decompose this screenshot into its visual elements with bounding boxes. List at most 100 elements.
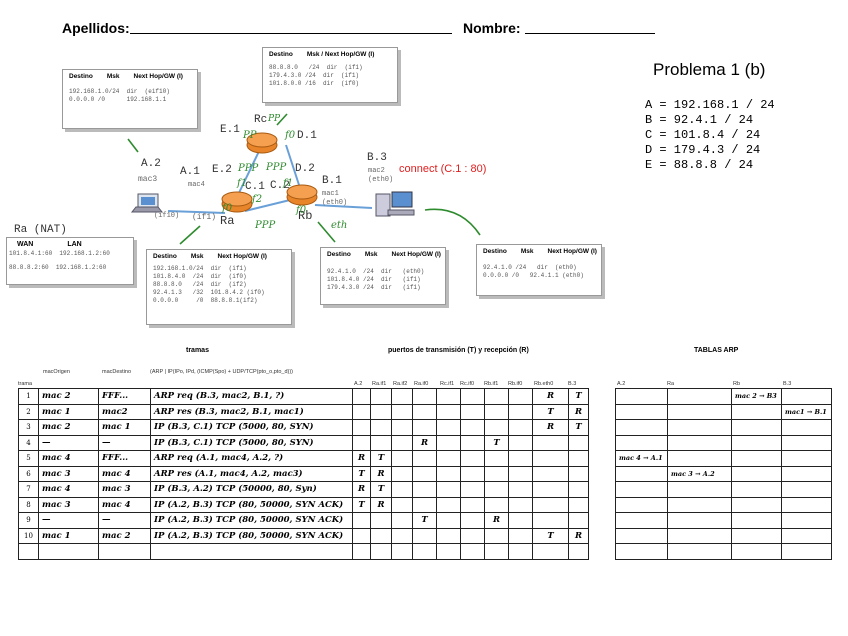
port-cell[interactable] xyxy=(436,419,461,436)
port-cell[interactable]: T xyxy=(532,403,569,420)
mac-dst-cell[interactable]: mac 1 xyxy=(98,419,151,436)
port-cell[interactable] xyxy=(412,481,437,498)
arp-cell[interactable] xyxy=(781,450,832,467)
port-cell[interactable] xyxy=(436,450,461,467)
port-cell[interactable] xyxy=(412,388,437,405)
empty-cell[interactable] xyxy=(460,543,485,560)
port-cell[interactable] xyxy=(391,419,413,436)
port-cell[interactable] xyxy=(484,527,509,544)
mac-dst-cell[interactable]: mac 4 xyxy=(98,496,151,513)
mac-src-cell[interactable]: mac 4 xyxy=(38,481,99,498)
arp-cell[interactable] xyxy=(781,543,832,560)
mac-src-cell[interactable]: mac 1 xyxy=(38,403,99,420)
frame-number[interactable]: 3 xyxy=(18,419,39,436)
port-cell[interactable]: T xyxy=(532,527,569,544)
port-cell[interactable] xyxy=(412,465,437,482)
port-cell[interactable] xyxy=(391,527,413,544)
port-cell[interactable]: R xyxy=(352,481,371,498)
port-cell[interactable] xyxy=(391,450,413,467)
port-cell[interactable] xyxy=(508,388,533,405)
port-cell[interactable] xyxy=(391,481,413,498)
port-cell[interactable]: R xyxy=(352,450,371,467)
port-cell[interactable]: T xyxy=(352,465,371,482)
arp-cell[interactable] xyxy=(667,450,732,467)
protocol-cell[interactable]: IP (B.3, C.1) TCP (5000, 80, SYN) xyxy=(150,419,353,436)
port-cell[interactable] xyxy=(436,512,461,529)
port-cell[interactable] xyxy=(532,434,569,451)
arp-cell[interactable] xyxy=(731,512,782,529)
port-cell[interactable] xyxy=(391,388,413,405)
arp-cell[interactable] xyxy=(731,465,782,482)
port-cell[interactable] xyxy=(508,419,533,436)
port-cell[interactable]: R xyxy=(568,403,589,420)
arp-cell[interactable] xyxy=(615,465,668,482)
arp-cell[interactable] xyxy=(667,434,732,451)
port-cell[interactable] xyxy=(460,512,485,529)
arp-cell[interactable] xyxy=(781,512,832,529)
arp-cell[interactable] xyxy=(615,419,668,436)
arp-cell[interactable] xyxy=(781,496,832,513)
port-cell[interactable] xyxy=(460,388,485,405)
empty-cell[interactable] xyxy=(38,543,99,560)
arp-cell[interactable] xyxy=(615,388,668,405)
frame-number[interactable]: 9 xyxy=(18,512,39,529)
port-cell[interactable] xyxy=(412,527,437,544)
port-cell[interactable] xyxy=(568,481,589,498)
arp-cell[interactable] xyxy=(667,543,732,560)
port-cell[interactable] xyxy=(391,403,413,420)
port-cell[interactable] xyxy=(370,419,392,436)
protocol-cell[interactable]: ARP res (A.1, mac4, A.2, mac3) xyxy=(150,465,353,482)
port-cell[interactable] xyxy=(508,450,533,467)
port-cell[interactable] xyxy=(532,496,569,513)
arp-cell[interactable] xyxy=(731,403,782,420)
arp-cell[interactable]: mac 3 → A.2 xyxy=(667,465,732,482)
port-cell[interactable] xyxy=(370,434,392,451)
name-field[interactable] xyxy=(525,20,655,34)
port-cell[interactable] xyxy=(460,419,485,436)
port-cell[interactable] xyxy=(352,434,371,451)
port-cell[interactable] xyxy=(436,527,461,544)
mac-dst-cell[interactable]: — xyxy=(98,434,151,451)
mac-dst-cell[interactable]: mac 4 xyxy=(98,465,151,482)
protocol-cell[interactable]: ARP res (B.3, mac2, B.1, mac1) xyxy=(150,403,353,420)
port-cell[interactable] xyxy=(370,388,392,405)
port-cell[interactable] xyxy=(460,403,485,420)
empty-cell[interactable] xyxy=(98,543,151,560)
frame-number[interactable]: 4 xyxy=(18,434,39,451)
port-cell[interactable]: R xyxy=(568,527,589,544)
mac-src-cell[interactable]: mac 1 xyxy=(38,527,99,544)
mac-dst-cell[interactable]: FFF... xyxy=(98,450,151,467)
arp-cell[interactable] xyxy=(731,543,782,560)
arp-cell[interactable] xyxy=(781,481,832,498)
arp-cell[interactable]: mac 2 → B3 xyxy=(731,388,782,405)
port-cell[interactable] xyxy=(436,496,461,513)
port-cell[interactable] xyxy=(352,512,371,529)
arp-cell[interactable] xyxy=(615,434,668,451)
port-cell[interactable]: R xyxy=(532,388,569,405)
port-cell[interactable] xyxy=(508,403,533,420)
port-cell[interactable] xyxy=(436,481,461,498)
arp-cell[interactable]: mac 4 → A.1 xyxy=(615,450,668,467)
arp-cell[interactable] xyxy=(667,419,732,436)
mac-dst-cell[interactable]: FFF... xyxy=(98,388,151,405)
arp-cell[interactable] xyxy=(731,481,782,498)
frame-number[interactable]: 1 xyxy=(18,388,39,405)
port-cell[interactable] xyxy=(436,388,461,405)
port-cell[interactable] xyxy=(370,527,392,544)
mac-dst-cell[interactable]: mac2 xyxy=(98,403,151,420)
empty-cell[interactable] xyxy=(412,543,437,560)
arp-cell[interactable] xyxy=(781,434,832,451)
port-cell[interactable]: T xyxy=(370,481,392,498)
protocol-cell[interactable]: IP (A.2, B.3) TCP (80, 50000, SYN ACK) xyxy=(150,527,353,544)
mac-src-cell[interactable]: mac 2 xyxy=(38,388,99,405)
port-cell[interactable] xyxy=(460,450,485,467)
port-cell[interactable] xyxy=(391,465,413,482)
empty-cell[interactable] xyxy=(436,543,461,560)
port-cell[interactable] xyxy=(484,465,509,482)
port-cell[interactable] xyxy=(568,512,589,529)
port-cell[interactable] xyxy=(484,481,509,498)
mac-src-cell[interactable]: mac 3 xyxy=(38,496,99,513)
arp-cell[interactable] xyxy=(667,496,732,513)
arp-cell[interactable] xyxy=(615,543,668,560)
frame-number[interactable]: 8 xyxy=(18,496,39,513)
